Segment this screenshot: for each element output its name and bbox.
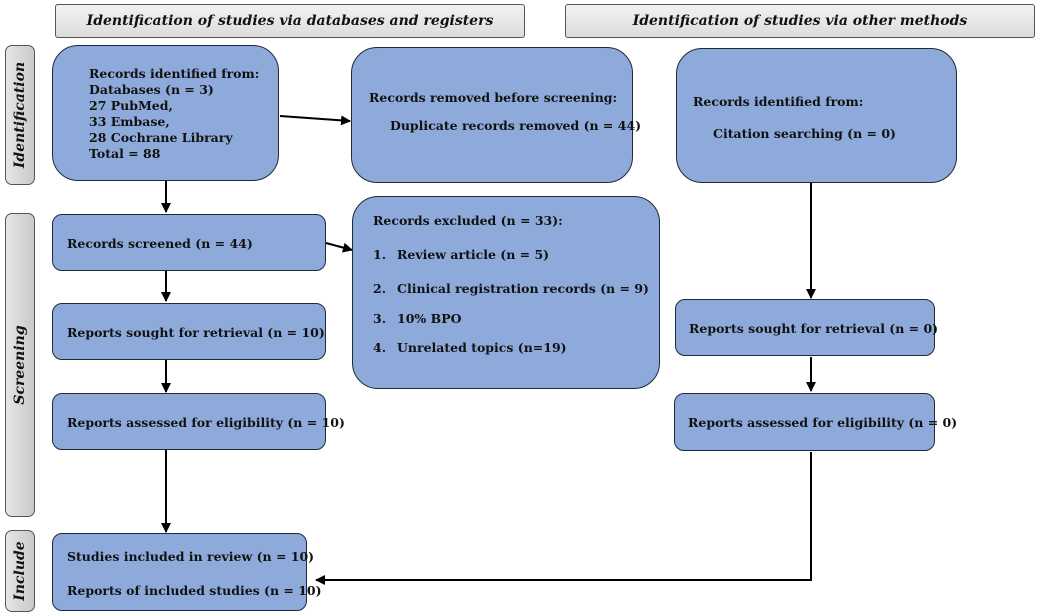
excluded-item-1-text: Review article (n = 5) xyxy=(397,247,550,262)
records-removed-title: Records removed before screening: xyxy=(369,90,618,105)
excluded-item-4-number: 4. xyxy=(373,340,387,355)
records-identified-line-2: Databases (n = 3) xyxy=(89,82,214,97)
other-assessed-eligibility-box: Reports assessed for eligibility (n = 0) xyxy=(674,393,957,451)
sought-retrieval-box: Reports sought for retrieval (n = 10) xyxy=(52,303,326,360)
arrow-identified-to-removed xyxy=(279,115,351,126)
records-screened-text: Records screened (n = 44) xyxy=(67,236,253,251)
sought-retrieval-text: Reports sought for retrieval (n = 10) xyxy=(67,325,325,340)
records-identified-line-1: Records identified from: xyxy=(89,66,260,81)
excluded-item-3-number: 3. xyxy=(373,311,387,326)
excluded-item-2-text: Clinical registration records (n = 9) xyxy=(397,281,649,296)
records-identified-line-4: 33 Embase, xyxy=(89,114,170,129)
records-excluded-title: Records excluded (n = 33): xyxy=(373,213,563,228)
phase-screening-label: Screening xyxy=(5,213,35,517)
excluded-item-3-text: 10% BPO xyxy=(397,311,462,326)
duplicate-records-text: Duplicate records removed (n = 44) xyxy=(390,118,642,133)
arrow-screened-to-excluded xyxy=(325,242,353,253)
other-assessed-eligibility-text: Reports assessed for eligibility (n = 0) xyxy=(688,415,958,430)
excluded-item-4-text: Unrelated topics (n=19) xyxy=(397,340,567,355)
citation-searching-text: Citation searching (n = 0) xyxy=(713,126,896,141)
excluded-item-1-number: 1. xyxy=(373,247,387,262)
records-screened-box: Records screened (n = 44) xyxy=(52,214,326,271)
included-box: Studies included in review (n = 10) Repo… xyxy=(52,533,322,611)
records-identified-line-5: 28 Cochrane Library xyxy=(89,130,233,145)
header-other-methods: Identification of studies via other meth… xyxy=(565,4,1035,38)
assessed-eligibility-box: Reports assessed for eligibility (n = 10… xyxy=(52,393,345,450)
header-databases-registers: Identification of studies via databases … xyxy=(55,4,525,38)
reports-included-text: Reports of included studies (n = 10) xyxy=(67,583,322,598)
records-identified-box: Records identified from: Databases (n = … xyxy=(52,45,279,181)
other-sought-retrieval-text: Reports sought for retrieval (n = 0) xyxy=(689,321,939,336)
records-removed-box: Records removed before screening: Duplic… xyxy=(351,47,641,183)
phase-identification-label: Identification xyxy=(5,45,35,185)
studies-included-text: Studies included in review (n = 10) xyxy=(67,549,315,564)
other-sought-retrieval-box: Reports sought for retrieval (n = 0) xyxy=(675,299,939,356)
other-identified-title: Records identified from: xyxy=(693,94,864,109)
assessed-eligibility-text: Reports assessed for eligibility (n = 10… xyxy=(67,415,345,430)
records-identified-line-6: Total = 88 xyxy=(89,146,161,161)
phase-include-label: Include xyxy=(5,530,35,612)
other-identified-box: Records identified from: Citation search… xyxy=(676,48,957,183)
arrow-other-assessed-to-included xyxy=(315,452,812,585)
records-excluded-box: Records excluded (n = 33): 1. Review art… xyxy=(352,196,660,389)
excluded-item-2-number: 2. xyxy=(373,281,387,296)
records-identified-line-3: 27 PubMed, xyxy=(89,98,173,113)
